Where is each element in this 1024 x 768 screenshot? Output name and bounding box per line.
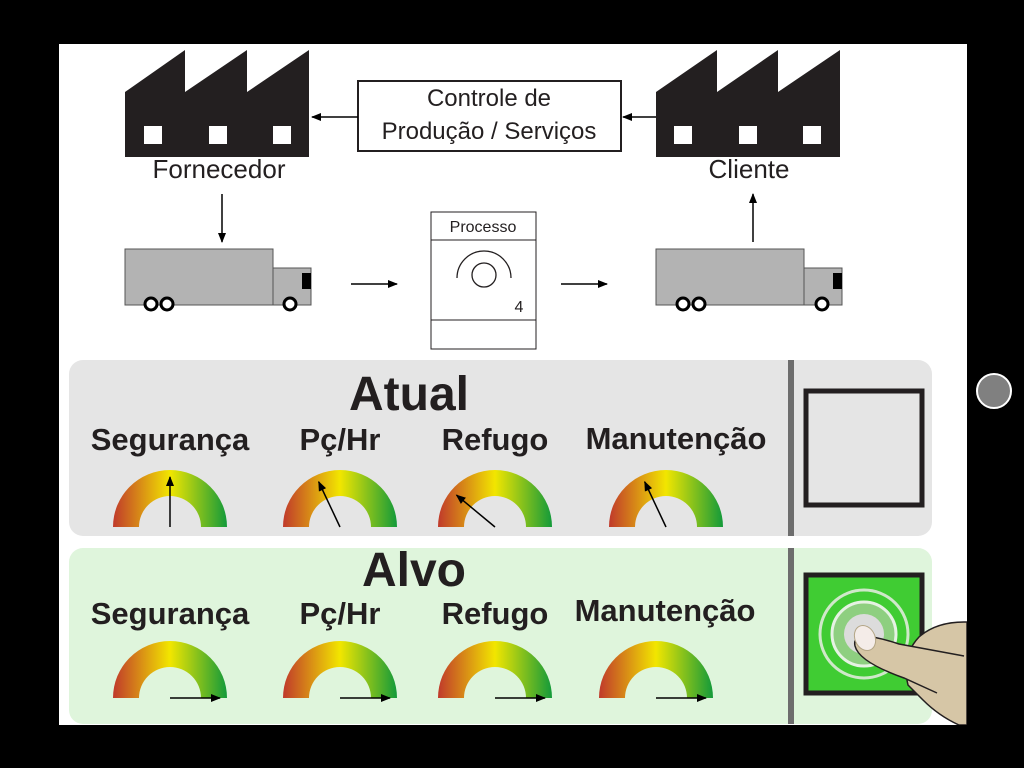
customer-label: Cliente [709,154,790,184]
customer-truck-icon [655,248,843,312]
current-state-panel [69,360,932,536]
target-panel-divider [788,548,794,724]
target-gauge-manutencao [599,641,713,702]
current-gauge-manutencao [609,470,723,528]
current-gauge-refugo-needle [455,494,496,528]
current-metric-label-manutencao: Manutenção [586,421,767,456]
supplier-truck-icon [124,248,312,312]
current-metric-label-seguranca: Segurança [91,422,250,457]
target-gauge-refugo [438,641,552,702]
tablet-screen: Fornecedor Cliente Controle de Produção … [59,44,967,725]
target-gauge-seguranca [113,641,227,702]
home-button[interactable] [976,373,1012,409]
target-metric-label-refugo: Refugo [442,596,549,631]
current-gauge-pc-hr [283,470,397,528]
pointing-hand-icon [853,621,967,725]
target-panel-title: Alvo [362,544,466,597]
target-metric-label-seguranca: Segurança [91,596,250,631]
current-panel-title: Atual [349,368,469,421]
current-gauge-pc-hr-needle [318,480,341,528]
target-metric-label-manutencao: Manutenção [575,593,756,628]
current-panel-divider [788,360,794,536]
current-view-button[interactable] [803,388,925,508]
process-box [430,211,537,350]
current-metric-label-refugo: Refugo [442,422,549,457]
production-control-box [357,80,622,152]
operator-icon [456,250,512,288]
supplier-label: Fornecedor [153,154,286,184]
current-gauge-manutencao-needle [644,480,667,528]
target-metric-label-pc-hr: Pç/Hr [300,596,381,631]
process-title: Processo [450,219,517,236]
target-state-panel [69,548,932,724]
target-gauges [113,641,713,702]
current-gauges [113,470,723,528]
control-box-line2: Produção / Serviços [382,118,597,145]
current-gauge-refugo [438,470,552,528]
current-gauge-seguranca [113,470,227,527]
supplier-factory-icon [125,50,309,157]
process-operator-count: 4 [515,299,524,316]
current-metric-label-pc-hr: Pç/Hr [300,422,381,457]
control-box-line1: Controle de [427,85,551,112]
target-gauge-pc-hr [283,641,397,702]
customer-factory-icon [656,50,840,157]
